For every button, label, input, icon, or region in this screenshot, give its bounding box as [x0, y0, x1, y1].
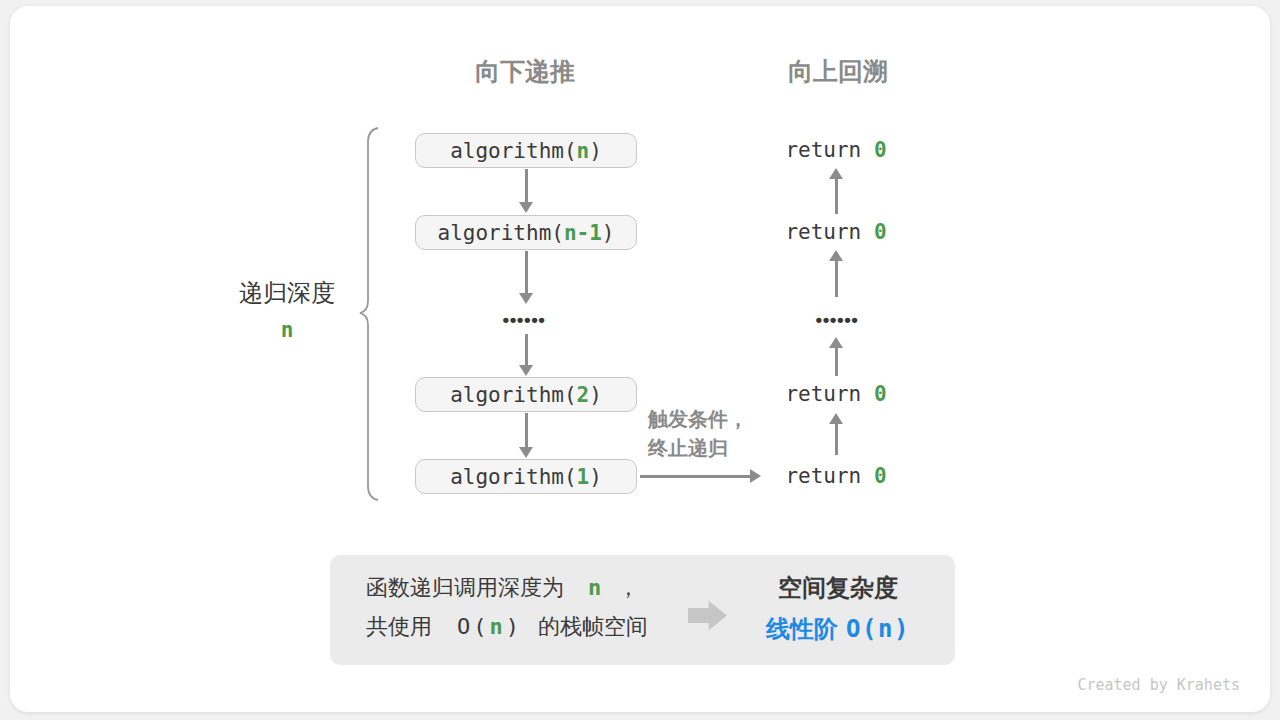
summary-line1: 函数递归调用深度为 n ，: [366, 575, 639, 601]
arrow-down-icon: [518, 334, 534, 376]
depth-n-text: n: [281, 318, 294, 342]
call-arg: n: [577, 139, 590, 163]
recursion-depth-brace: [352, 126, 384, 502]
summary-line2: 共使用 O(n) 的栈帧空间: [366, 614, 648, 640]
return-statement: return 0: [736, 220, 936, 244]
return-value: 0: [874, 220, 887, 244]
arrow-head: [519, 365, 533, 376]
call-text-close: ): [589, 465, 602, 489]
arrow-shaft: [525, 251, 528, 295]
call-box-algorithm-n-1: algorithm(n-1): [415, 215, 637, 250]
arrow-shaft: [835, 259, 838, 297]
complexity-o-open: O(: [846, 615, 878, 643]
arrow-right-icon: [640, 468, 761, 484]
call-box-algorithm-n: algorithm(n): [415, 133, 637, 168]
arrow-shaft: [525, 413, 528, 449]
arrow-shaft: [835, 177, 838, 214]
arrow-shaft: [525, 169, 528, 204]
call-arg: 2: [577, 383, 590, 407]
return-value: 0: [874, 464, 887, 488]
arrow-up-icon: [828, 413, 844, 455]
call-text: algorithm(: [450, 383, 576, 407]
arrow-head: [519, 293, 533, 304]
complexity-o-n: n: [878, 615, 894, 643]
arrow-head: [829, 250, 843, 261]
column-header-recurse-down: 向下递推: [415, 55, 635, 88]
arrow-up-icon: [828, 250, 844, 297]
return-text: return: [785, 464, 874, 488]
trigger-condition-line2: 终止递归: [648, 435, 728, 462]
watermark: Created by Krahets: [1040, 676, 1240, 694]
big-o-open: O(: [457, 614, 490, 639]
call-text-close: ): [589, 383, 602, 407]
summary-text: 函数递归调用深度为: [366, 575, 564, 600]
space-complexity-value: 线性阶 O(n): [738, 613, 938, 645]
complexity-o-close: ): [894, 615, 910, 643]
arrow-down-icon: [518, 413, 534, 458]
big-o-n: n: [490, 614, 506, 639]
recursion-depth-value: n: [197, 318, 377, 342]
arrow-head: [519, 447, 533, 458]
arrow-shaft: [835, 422, 838, 455]
call-text-close: ): [589, 139, 602, 163]
recursion-depth-label: 递归深度: [197, 277, 377, 309]
call-text-close: ): [602, 221, 615, 245]
return-value: 0: [874, 382, 887, 406]
summary-n: n: [588, 575, 601, 600]
arrow-shaft: [835, 346, 838, 376]
call-text: algorithm(: [437, 221, 563, 245]
call-text: algorithm(: [450, 465, 576, 489]
arrow-head: [829, 337, 843, 348]
summary-text-post: 的栈帧空间: [538, 614, 648, 639]
arrow-shaft: [525, 334, 528, 367]
arrow-head: [519, 202, 533, 213]
arrow-down-icon: [518, 169, 534, 213]
return-statement: return 0: [736, 464, 936, 488]
return-statement: return 0: [736, 382, 936, 406]
arrow-down-icon: [518, 251, 534, 304]
call-arg: n-1: [564, 221, 602, 245]
arrow-up-icon: [828, 168, 844, 214]
return-text: return: [785, 382, 874, 406]
complexity-order-label: 线性阶: [766, 615, 838, 642]
summary-text-post: ，: [617, 575, 639, 600]
ellipsis-left: ••••••: [424, 308, 624, 332]
return-text: return: [785, 138, 874, 162]
arrow-head: [829, 168, 843, 179]
trigger-condition-line1: 触发条件，: [648, 406, 748, 433]
ellipsis-right: ••••••: [737, 308, 937, 332]
return-text: return: [785, 220, 874, 244]
call-text: algorithm(: [450, 139, 576, 163]
space-complexity-title: 空间复杂度: [738, 572, 938, 604]
return-statement: return 0: [736, 138, 936, 162]
column-header-backtrack-up: 向上回溯: [728, 55, 948, 88]
big-o-close: ): [506, 614, 522, 639]
arrow-shaft: [640, 475, 752, 478]
call-box-algorithm-1: algorithm(1): [415, 459, 637, 494]
call-box-algorithm-2: algorithm(2): [415, 377, 637, 412]
summary-text: 共使用: [366, 614, 432, 639]
arrow-up-icon: [828, 337, 844, 376]
arrow-head: [829, 413, 843, 424]
arrow-head: [750, 469, 761, 483]
call-arg: 1: [577, 465, 590, 489]
return-value: 0: [874, 138, 887, 162]
